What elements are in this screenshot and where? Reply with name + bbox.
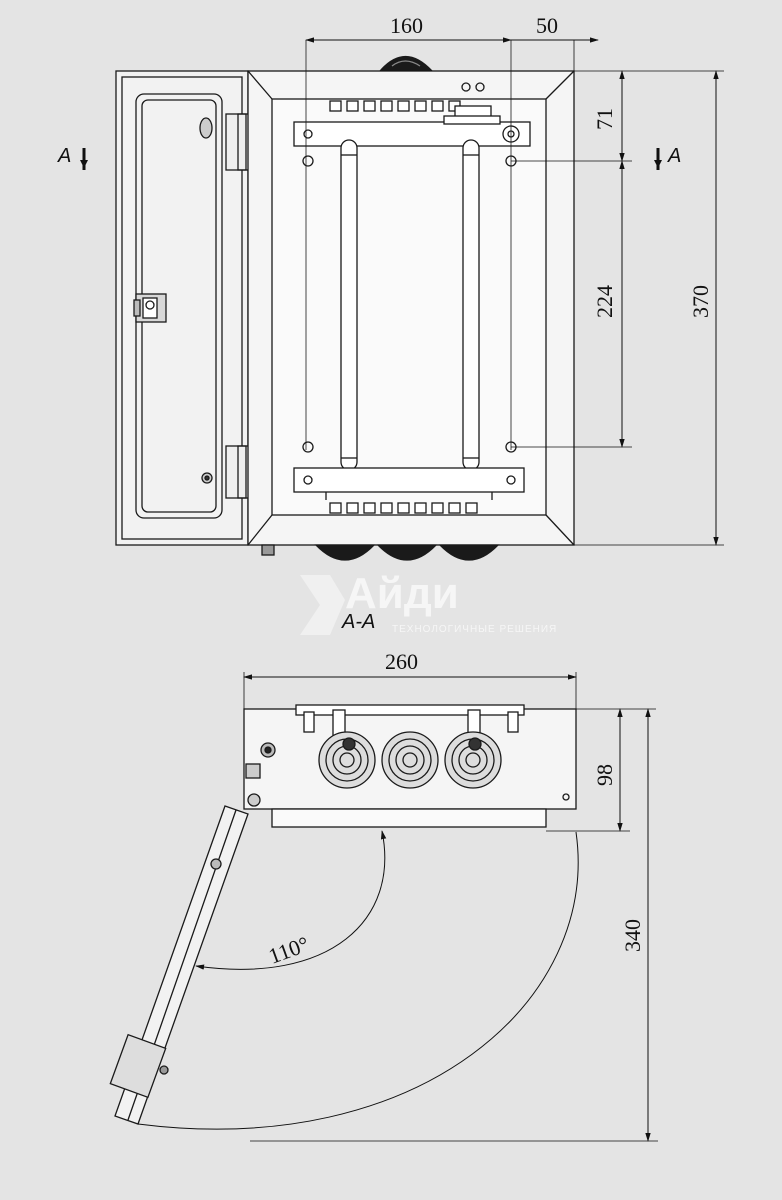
section-dimensions bbox=[137, 672, 658, 1142]
bottom-terminal-block bbox=[293, 467, 525, 514]
din-rails bbox=[340, 139, 480, 471]
terminal bbox=[329, 502, 342, 514]
section-door bbox=[109, 793, 261, 1125]
terminal bbox=[380, 502, 393, 514]
enclosure-body bbox=[247, 70, 575, 546]
watermark-tagline: ТЕХНОЛОГИЧНЫЕ РЕШЕНИЯ bbox=[392, 624, 557, 635]
top-cable-gland bbox=[378, 56, 434, 72]
section-view bbox=[109, 704, 577, 1125]
dim-50: 50 bbox=[536, 13, 558, 38]
section-marker-right: A bbox=[654, 145, 681, 170]
watermark: Айди ТЕХНОЛОГИЧНЫЕ РЕШЕНИЯ bbox=[300, 569, 557, 635]
dim-angle-110: 110° bbox=[265, 931, 312, 969]
section-label-left: A bbox=[57, 145, 71, 167]
terminal bbox=[380, 100, 393, 112]
terminal bbox=[414, 502, 427, 514]
terminal bbox=[431, 502, 444, 514]
terminal bbox=[346, 100, 359, 112]
section-marker-left: A bbox=[57, 145, 88, 170]
watermark-brand: Айди bbox=[345, 569, 459, 618]
terminal bbox=[414, 100, 427, 112]
bottom-cable-glands bbox=[261, 544, 500, 561]
terminal bbox=[397, 100, 410, 112]
terminal bbox=[465, 502, 478, 514]
watermark-logo-icon bbox=[300, 575, 345, 635]
dim-370: 370 bbox=[688, 285, 713, 318]
dim-260: 260 bbox=[385, 649, 418, 674]
dim-340: 340 bbox=[620, 919, 645, 952]
section-label-right: A bbox=[667, 145, 681, 167]
terminal bbox=[346, 502, 359, 514]
terminal bbox=[397, 502, 410, 514]
section-title: A-A bbox=[341, 611, 375, 633]
top-terminal-block bbox=[293, 82, 531, 147]
dim-98: 98 bbox=[592, 764, 617, 786]
front-view bbox=[115, 40, 575, 561]
terminal bbox=[363, 502, 376, 514]
gland-left-icon bbox=[318, 731, 376, 789]
terminal bbox=[448, 502, 461, 514]
terminal bbox=[431, 100, 444, 112]
terminal bbox=[329, 100, 342, 112]
dim-160: 160 bbox=[390, 13, 423, 38]
dim-71: 71 bbox=[592, 108, 617, 130]
gland-right-icon bbox=[444, 731, 502, 789]
gland-center-icon bbox=[381, 731, 439, 789]
terminal bbox=[363, 100, 376, 112]
front-dimensions bbox=[305, 37, 724, 546]
door-lock-icon bbox=[133, 293, 167, 323]
dim-224: 224 bbox=[592, 285, 617, 318]
